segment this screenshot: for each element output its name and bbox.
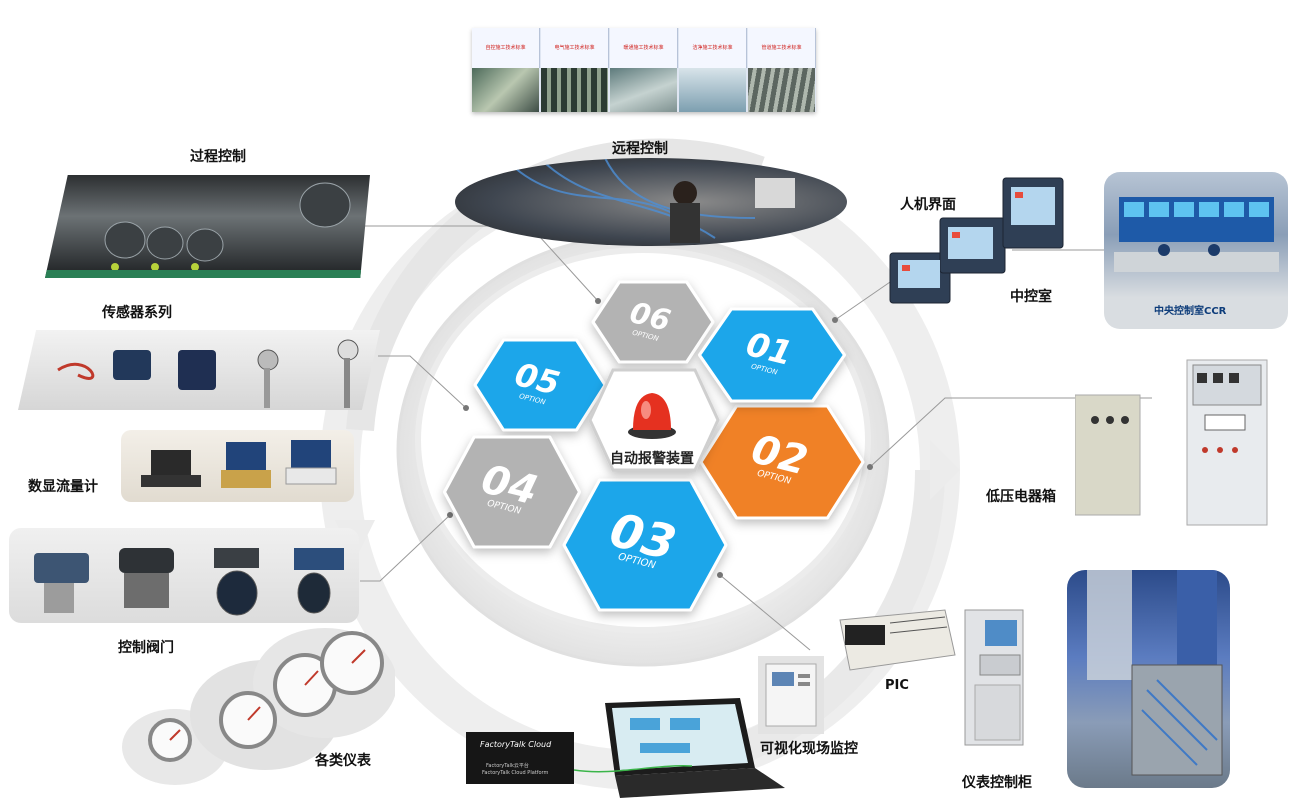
banner-panel: 暖通施工技术标准	[610, 28, 678, 112]
banner-caption: 暖通施工技术标准	[610, 28, 678, 68]
connection-line	[574, 765, 693, 773]
process-control-photo	[45, 175, 370, 278]
hexagon-shape	[591, 280, 715, 364]
banner-panel: 电气施工技术标准	[541, 28, 609, 112]
standards-banner: 自控施工技术标准 电气施工技术标准 暖通施工技术标准 洁净施工技术标准 管道施工…	[472, 28, 816, 112]
banner-caption: 洁净施工技术标准	[679, 28, 747, 68]
center-hexagon[interactable]: 自动报警装置	[588, 368, 720, 472]
hexagon-shape	[562, 478, 728, 612]
ccr-caption: 中央控制室CCR	[1154, 304, 1227, 317]
hmi-label: 人机界面	[900, 197, 956, 213]
field-site-photo	[1067, 570, 1230, 788]
banner-panel: 管道施工技术标准	[748, 28, 816, 112]
center-label: 自动报警装置	[610, 450, 694, 467]
factorytalk-sub2: FactoryTalk Cloud Platform	[482, 770, 549, 776]
banner-caption: 管道施工技术标准	[748, 28, 816, 68]
banner-caption: 电气施工技术标准	[541, 28, 609, 68]
plc-label: PIC	[885, 678, 909, 693]
visual-monitoring-label: 可视化现场监控	[760, 741, 858, 757]
factorytalk-sub1: FactoryTalk云平台	[486, 763, 529, 769]
factorytalk-card: FactoryTalk Cloud FactoryTalk云平台 Factory…	[466, 732, 574, 784]
sensor-series-label: 传感器系列	[102, 305, 172, 321]
remote-control-label: 远程控制	[612, 141, 668, 157]
hexagon-shape	[698, 307, 846, 403]
control-valve-photo	[9, 528, 359, 623]
hmi-panels-photo	[889, 177, 1064, 304]
control-valve-label: 控制阀门	[118, 640, 174, 656]
instrument-cabinet-label: 仪表控制柜	[962, 775, 1032, 791]
digital-flowmeter-photo	[121, 430, 354, 502]
hexagon-shape	[699, 404, 865, 520]
instruments-label: 各类仪表	[315, 753, 371, 769]
low-voltage-label: 低压电器箱	[986, 489, 1056, 505]
remote-control-photo	[455, 158, 847, 246]
digital-flowmeter-label: 数显流量计	[28, 479, 98, 495]
process-control-label: 过程控制	[190, 149, 246, 165]
central-control-photo: 中央控制室CCR	[1104, 172, 1288, 329]
gauges-photo	[122, 628, 395, 785]
sensor-series-photo	[18, 330, 380, 410]
monitor-device-photo	[758, 656, 824, 734]
banner-panel: 自控施工技术标准	[472, 28, 540, 112]
low-voltage-cabinet-photo	[1075, 359, 1268, 526]
hexagon-shape	[443, 435, 581, 549]
hexagon-shape	[473, 338, 607, 432]
laptop-photo	[605, 698, 785, 798]
factorytalk-title: FactoryTalk Cloud	[480, 740, 552, 749]
instrument-cabinet-photo	[964, 609, 1024, 746]
central-control-label: 中控室	[1010, 289, 1052, 305]
banner-panel: 洁净施工技术标准	[679, 28, 747, 112]
plc-photo	[839, 609, 956, 671]
banner-caption: 自控施工技术标准	[472, 28, 540, 68]
